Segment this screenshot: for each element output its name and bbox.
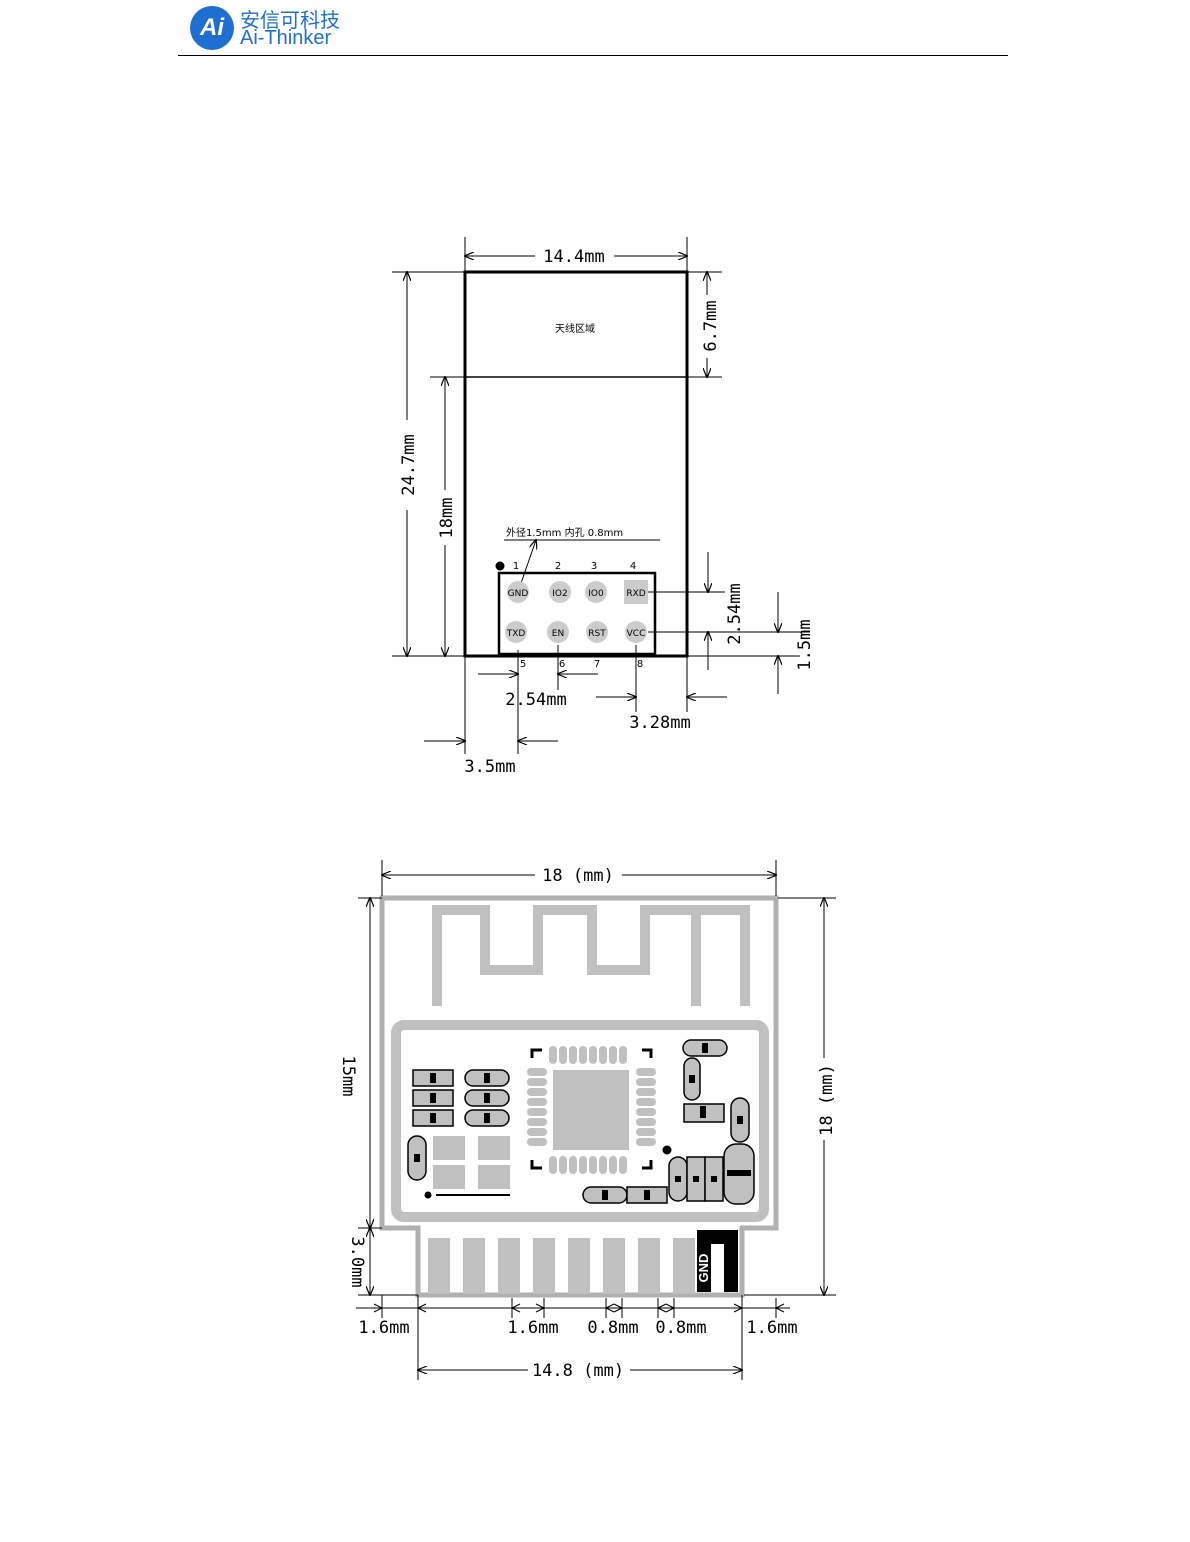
dim-left-offset: 3.5mm — [464, 757, 515, 777]
pin1-marker-dot — [496, 562, 505, 571]
dim-pin-pitch-vertical: 2.54mm — [725, 583, 745, 644]
dim-bottom-offset: 1.5mm — [795, 619, 815, 670]
dim-board-height-left: 15mm — [338, 1056, 358, 1097]
dim-pad-width: 1.6mm — [507, 1318, 558, 1338]
bottom-pcb-footprint-diagram: GND 18 (mm) 18 (mm) 15mm 3.0mm — [338, 860, 837, 1381]
pin-label-rst: RST — [588, 629, 606, 639]
dim-gap-2: 0.8mm — [655, 1318, 706, 1338]
main-ic — [553, 1070, 629, 1150]
pin-label-txd: TXD — [506, 629, 526, 639]
pin-number-2: 2 — [555, 561, 561, 572]
pin-label-io0: IO0 — [588, 589, 604, 599]
pin-number-3: 3 — [591, 561, 597, 572]
dim-body-18: 18mm — [437, 498, 457, 539]
pin-number-8: 8 — [637, 659, 643, 670]
dim-gap-1: 0.8mm — [587, 1318, 638, 1338]
pin-label-vcc: VCC — [627, 629, 646, 639]
dim-right-offset: 3.28mm — [629, 713, 690, 733]
antenna-area-label: 天线区域 — [555, 322, 595, 335]
dim-pin-pitch-horizontal: 2.54mm — [505, 690, 566, 710]
pin-number-6: 6 — [559, 659, 565, 670]
gnd-pad-label: GND — [696, 1254, 711, 1283]
dim-total-24-7: 24.7mm — [399, 434, 419, 495]
dim-antenna-6-7: 6.7mm — [701, 300, 721, 351]
top-module-outline-diagram: 天线区域 14.4mm 6.7mm 24.7mm 18mm 外径1.5mm 内孔… — [392, 237, 815, 777]
dim-left-margin: 1.6mm — [358, 1318, 409, 1338]
dim-board-width: 18 (mm) — [542, 866, 614, 886]
dim-pad-height: 3.0mm — [347, 1236, 367, 1287]
hole-size-note: 外径1.5mm 内孔 0.8mm — [506, 526, 623, 539]
pin-number-1: 1 — [513, 561, 519, 572]
ic-pin1-dot — [663, 1146, 672, 1155]
pin-label-rxd: RXD — [626, 589, 645, 599]
dim-width-14-4: 14.4mm — [543, 247, 604, 267]
pin-number-7: 7 — [594, 659, 600, 670]
pin-label-gnd: GND — [508, 589, 529, 599]
pin-number-4: 4 — [630, 561, 636, 572]
dim-right-margin: 1.6mm — [746, 1318, 797, 1338]
pin-number-5: 5 — [520, 659, 526, 670]
dim-board-height-right: 18 (mm) — [817, 1064, 837, 1136]
pin-label-en: EN — [552, 629, 564, 639]
dim-pad-span: 14.8 (mm) — [532, 1361, 624, 1381]
pin-label-io2: IO2 — [552, 589, 567, 599]
